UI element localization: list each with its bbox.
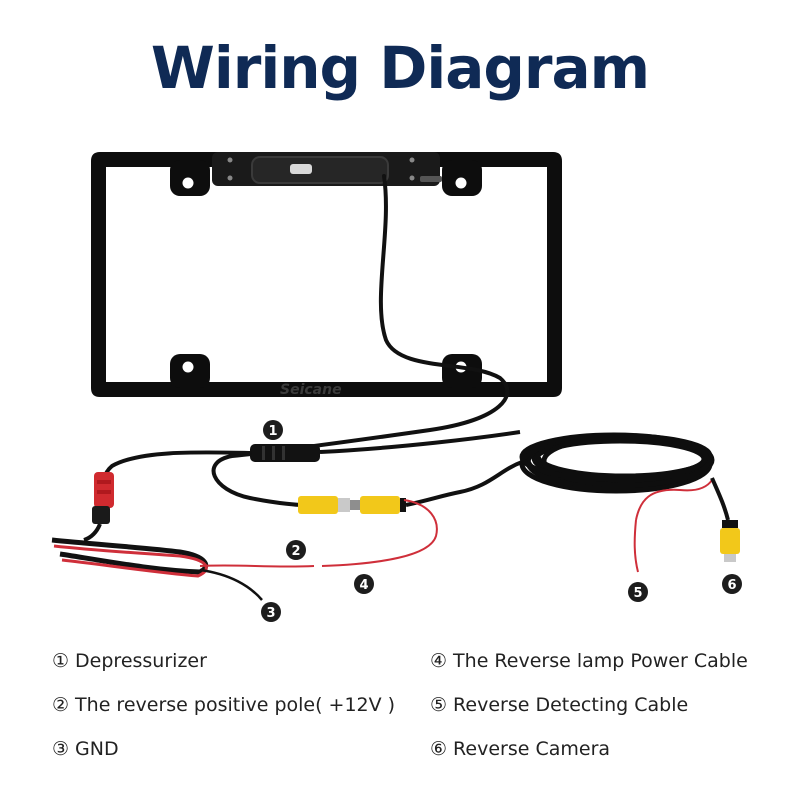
legend-label: Reverse Camera bbox=[453, 738, 611, 760]
legend-label: Reverse Detecting Cable bbox=[453, 694, 689, 716]
marker-4: 4 bbox=[354, 574, 374, 594]
power-wires bbox=[51, 537, 315, 601]
svg-text:6: 6 bbox=[727, 578, 736, 593]
svg-text:4: 4 bbox=[359, 578, 368, 593]
legend-number: ② bbox=[52, 694, 70, 716]
marker-1: 1 bbox=[263, 420, 283, 440]
legend-number: ④ bbox=[430, 650, 448, 672]
reverse-lamp-wire bbox=[321, 499, 438, 567]
license-plate-frame bbox=[91, 152, 562, 397]
legend-label: GND bbox=[75, 738, 119, 760]
legend-number: ① bbox=[52, 650, 70, 672]
reverse-detect-wire bbox=[635, 479, 713, 521]
camera-rca-plug bbox=[720, 520, 740, 562]
dc-plug bbox=[83, 472, 114, 542]
camera-lead bbox=[710, 477, 730, 521]
svg-text:5: 5 bbox=[633, 586, 642, 601]
svg-text:3: 3 bbox=[266, 606, 275, 621]
legend-label: Depressurizer bbox=[75, 650, 207, 672]
camera-cable bbox=[211, 174, 510, 507]
svg-text:2: 2 bbox=[291, 544, 300, 559]
svg-text:1: 1 bbox=[268, 424, 277, 439]
marker-2: 2 bbox=[286, 540, 306, 560]
marker-5: 5 bbox=[628, 582, 648, 602]
legend-label: The Reverse lamp Power Cable bbox=[453, 650, 748, 672]
extension-cable bbox=[319, 430, 521, 454]
legend-number: ⑥ bbox=[430, 738, 448, 760]
brand-logo: Seicane bbox=[280, 382, 342, 398]
marker-6: 6 bbox=[722, 574, 742, 594]
legend-number: ⑤ bbox=[430, 694, 448, 716]
coiled-cable bbox=[519, 432, 715, 494]
diagram-title: Wiring Diagram bbox=[150, 34, 650, 102]
legend-label: The reverse positive pole( +12V ) bbox=[75, 694, 396, 716]
legend-number: ③ bbox=[52, 738, 70, 760]
depressurizer-connector bbox=[250, 444, 320, 462]
rca-connectors bbox=[298, 460, 523, 514]
marker-3: 3 bbox=[261, 602, 281, 622]
